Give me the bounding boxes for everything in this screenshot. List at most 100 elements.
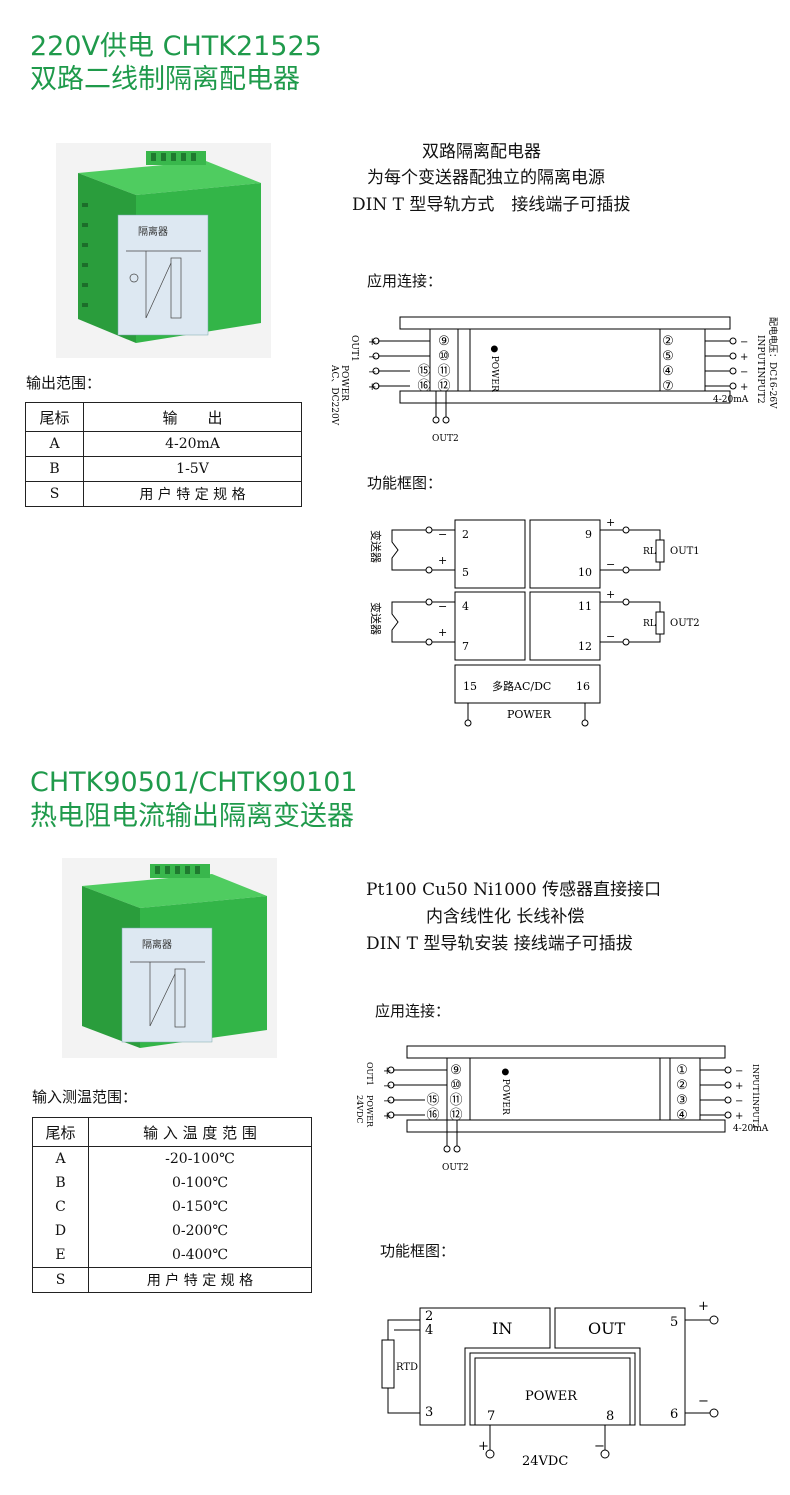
- minus-sign: −: [368, 352, 376, 363]
- table-cell: A: [32, 1146, 89, 1171]
- node-11: 11: [578, 600, 592, 613]
- function-block-label: 功能框图：: [367, 474, 443, 492]
- plus-sign: +: [740, 352, 748, 363]
- function-block-label: 功能框图：: [380, 1242, 456, 1260]
- minus-sign: −: [606, 630, 615, 643]
- terminal-15: ⑮: [426, 1093, 439, 1108]
- feature-line: 双路隔离配电器: [422, 142, 541, 162]
- load-resistor-label: RL: [643, 619, 656, 629]
- plus-sign: +: [438, 626, 447, 639]
- 24vdc-label: 24VDC: [522, 1454, 568, 1469]
- table-cell: 用 户 特 定 规 格: [88, 1267, 312, 1293]
- node-5: 5: [462, 566, 469, 579]
- acdc-label: AC、DC220V: [330, 364, 339, 426]
- terminal-11: ⑪: [437, 364, 450, 379]
- table-cell: S: [32, 1267, 89, 1293]
- terminal-5: ⑤: [662, 349, 674, 364]
- plus-sign: +: [383, 1066, 391, 1077]
- table-cell: S: [25, 481, 84, 507]
- section2-title-line2: 热电阻电流输出隔离变送器: [30, 801, 354, 832]
- power-indicator: ● POWER: [500, 1068, 510, 1115]
- multi-acdc-label: 多路AC/DC: [492, 679, 551, 693]
- minus-sign: −: [740, 337, 748, 348]
- node-4: 4: [425, 1323, 433, 1338]
- section1-title-line2: 双路二线制隔离配电器: [30, 64, 300, 95]
- current-label: 4-20mA: [713, 395, 749, 405]
- feature-line: DIN T 型导轨安装 接线端子可插拔: [366, 934, 633, 954]
- node-15: 15: [463, 680, 477, 693]
- plus-sign: +: [606, 516, 615, 529]
- terminal-7: ⑦: [662, 379, 674, 394]
- current-label: 4-20mA: [733, 1124, 769, 1134]
- plus-sign: +: [478, 1439, 489, 1454]
- transmitter-label: 变送器: [369, 530, 383, 563]
- node-2: 2: [462, 528, 469, 541]
- plus-sign: +: [698, 1299, 709, 1314]
- table-cell: 0-200℃: [88, 1219, 312, 1243]
- input-range-label: 输入测温范围：: [32, 1088, 138, 1106]
- plus-sign: +: [368, 337, 376, 348]
- minus-sign: −: [735, 1096, 743, 1107]
- out-label: OUT: [588, 1319, 626, 1338]
- 24vdc-label: 24VDC: [355, 1095, 364, 1124]
- terminal-9: ⑨: [450, 1063, 462, 1078]
- terminal-12: ⑫: [437, 379, 450, 394]
- node-2: 2: [425, 1309, 433, 1324]
- terminal-15: ⑮: [417, 364, 430, 379]
- plus-sign: +: [438, 554, 447, 567]
- minus-sign: −: [438, 528, 447, 541]
- out1-label: OUT1: [365, 1062, 374, 1086]
- plus-sign: +: [735, 1081, 743, 1092]
- table-cell: -20-100℃: [88, 1146, 312, 1171]
- table-header: 尾标: [32, 1117, 89, 1147]
- feature-line: 为每个变送器配独立的隔离电源: [367, 168, 605, 188]
- node-7: 7: [487, 1409, 495, 1424]
- app-connection-label: 应用连接：: [375, 1002, 451, 1020]
- minus-sign: −: [735, 1066, 743, 1077]
- terminal-12: ⑫: [449, 1108, 462, 1123]
- terminal-3: ③: [676, 1093, 688, 1108]
- product-photo-2: 隔离器: [62, 858, 277, 1058]
- feature-line: DIN T 型导轨方式 接线端子可插拔: [352, 195, 631, 215]
- terminal-16: ⑯: [426, 1108, 439, 1123]
- terminal-2: ②: [676, 1078, 688, 1093]
- power-label: POWER: [339, 365, 349, 401]
- plus-sign: +: [740, 382, 748, 393]
- node-5: 5: [670, 1315, 678, 1330]
- node-12: 12: [578, 640, 592, 653]
- input2-label: INPUT2: [755, 367, 765, 404]
- node-10: 10: [578, 566, 592, 579]
- terminal-9: ⑨: [438, 334, 450, 349]
- table-cell: 用 户 特 定 规 格: [83, 481, 302, 507]
- minus-sign: −: [698, 1394, 709, 1409]
- out2-label: OUT2: [432, 434, 459, 444]
- rtd-label: RTD: [396, 1362, 418, 1373]
- function-block-diagram-1: 变送器 变送器 2 5 4 7 9 10 11 12 RL RL OUT1 OU…: [369, 516, 700, 727]
- table-cell: B: [25, 456, 84, 482]
- terminal-1: ①: [676, 1063, 688, 1078]
- power-indicator: ● POWER: [489, 345, 499, 392]
- wiring-diagram-2: ⑨ ⑩ ⑪ ⑫ ⑮ ⑯ ① ② ③ ④ ● POWER + − − + − + …: [355, 1045, 769, 1173]
- input1-label: INPUT1: [751, 1064, 760, 1097]
- table-header: 输 出: [83, 402, 302, 432]
- table-cell: E: [32, 1243, 89, 1268]
- node-3: 3: [425, 1405, 433, 1420]
- section2-title-line1: CHTK90501/CHTK90101: [30, 767, 358, 798]
- out2-label: OUT2: [442, 1163, 469, 1173]
- device-label-1: 隔离器: [138, 225, 168, 238]
- device-label-2: 隔离器: [142, 938, 172, 951]
- out2-label: OUT2: [670, 618, 700, 629]
- input1-label: INPUT1: [755, 335, 765, 372]
- plus-sign: +: [368, 382, 376, 393]
- product-photo-1: 隔离器: [56, 143, 271, 358]
- node-8: 8: [606, 1409, 614, 1424]
- terminal-2: ②: [662, 334, 674, 349]
- node-6: 6: [670, 1407, 678, 1422]
- plus-sign: +: [383, 1111, 391, 1122]
- function-block-diagram-2: 2 4 3 5 6 7 8 IN OUT RTD POWER 24VDC + −…: [381, 1299, 719, 1469]
- minus-sign: −: [740, 367, 748, 378]
- load-resistor-label: RL: [643, 547, 656, 557]
- supply-voltage-label: 配电电压：DC16-26V: [767, 317, 779, 409]
